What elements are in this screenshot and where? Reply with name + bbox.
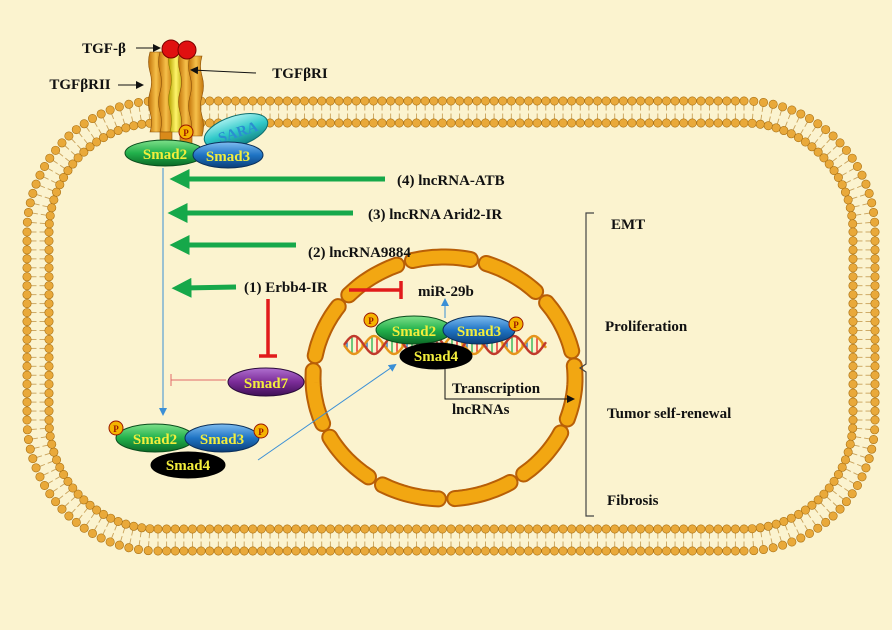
tgfbri-label: TGFβRI [272, 66, 328, 82]
tgfbri-pointer [190, 66, 257, 75]
transcription-arrow [444, 369, 575, 403]
smad3-label: Smad3 [206, 149, 250, 165]
smad2-label: Smad2 [143, 147, 187, 163]
outcomes-bracket [578, 212, 594, 517]
smad4-label: Smad4 [166, 458, 211, 474]
tgfbrii-label: TGFβRII [49, 77, 110, 93]
phosphate-icon: P [108, 420, 124, 436]
smad2-label: Smad2 [392, 324, 436, 340]
smad3-label: Smad3 [200, 432, 244, 448]
erbb4-ir-arrow [171, 277, 237, 298]
erbb4-inhibits-smad7 [259, 299, 277, 358]
erbb4-ir-label: (1) Erbb4-IR [244, 280, 328, 296]
outcome-fibrosis: Fibrosis [607, 493, 659, 509]
smad2-label: Smad2 [133, 432, 177, 448]
phosphate-icon: P [363, 312, 379, 328]
mir29b-label: miR-29b [418, 284, 474, 300]
outcome-proliferation: Proliferation [605, 319, 688, 335]
tgf-beta-ligand [177, 40, 197, 60]
outcome-tumor-self-renewal: Tumor self-renewal [607, 406, 731, 422]
erbb4-inhibits-mir29b [349, 281, 403, 299]
svg-text:P: P [258, 427, 264, 437]
svg-text:P: P [183, 128, 189, 138]
smad3-label: Smad3 [457, 324, 501, 340]
svg-text:P: P [513, 320, 519, 330]
nuclear-translocation-arrow [257, 363, 397, 461]
nucleus [304, 248, 584, 508]
tgf-beta-label: TGF-β [82, 41, 126, 57]
phosphate-icon: P [253, 423, 269, 439]
smad3-protein [192, 141, 264, 169]
smad4-protein [399, 342, 473, 370]
smad7-inhibition-line [170, 374, 226, 386]
phosphate-icon: P [178, 124, 194, 140]
svg-text:P: P [113, 424, 119, 434]
lncrnas-label: lncRNAs [452, 402, 510, 418]
smad7-label: Smad7 [244, 376, 289, 392]
lncrna9884-label: (2) lncRNA9884 [308, 245, 411, 261]
smad4-label: Smad4 [414, 349, 459, 365]
smad4-protein [150, 451, 226, 479]
smad7-protein [227, 367, 305, 397]
cell-membrane [22, 96, 880, 556]
outcome-emt: EMT [611, 217, 645, 233]
svg-text:P: P [368, 316, 374, 326]
lncrna-arid2-ir-label: (3) lncRNA Arid2-IR [368, 207, 502, 223]
phosphate-icon: P [508, 316, 524, 332]
transcription-label: Transcription [452, 381, 541, 397]
lncrna-atb-label: (4) lncRNA-ATB [397, 173, 505, 189]
tgf-beta-ligand [161, 39, 181, 59]
